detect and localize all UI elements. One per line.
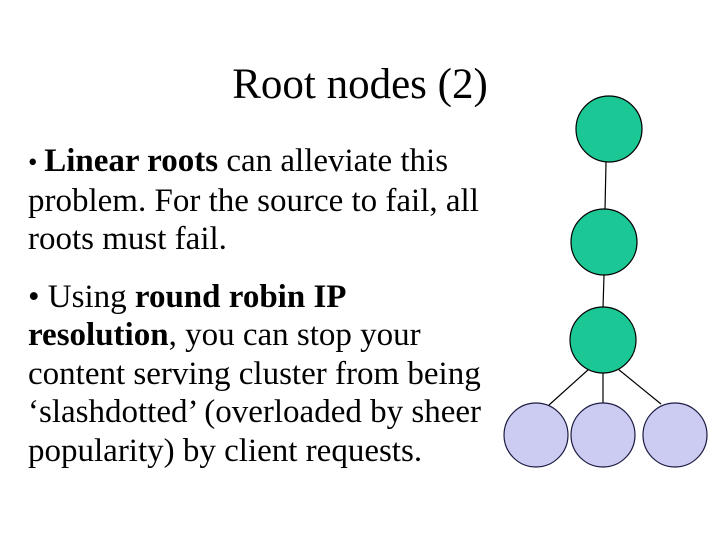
body-text-segment: popularity) by client requests.	[28, 432, 423, 469]
edge-line	[604, 161, 607, 211]
body-text-segment: can alleviate this	[218, 143, 449, 179]
edge-line	[617, 368, 662, 405]
bold-text: round robin IP	[134, 278, 347, 315]
body-text: • Linear roots can alleviate this proble…	[28, 142, 514, 470]
leaf-node-3	[642, 402, 708, 468]
edge-line	[602, 274, 605, 309]
slide-title: Root nodes (2)	[232, 61, 488, 108]
body-text-segment: ‘slashdotted’ (overloaded by sheer	[28, 394, 481, 430]
body-text-segment: roots must fail.	[28, 221, 227, 257]
root-node-3	[569, 306, 637, 374]
text-line: • Using round robin IP	[28, 278, 514, 317]
root-node-1	[575, 95, 643, 163]
bullet-paragraph-1: • Linear roots can alleviate this proble…	[28, 142, 514, 259]
body-text-segment: problem. For the source to fail, all	[28, 182, 479, 219]
text-line: ‘slashdotted’ (overloaded by sheer	[28, 393, 514, 432]
text-line: popularity) by client requests.	[28, 432, 514, 471]
leaf-node-1	[503, 402, 569, 468]
text-line: • Linear roots can alleviate this	[28, 142, 514, 182]
bold-text: resolution	[28, 317, 169, 353]
root-node-2	[570, 208, 638, 276]
text-line: resolution, you can stop your	[28, 316, 514, 355]
edge-line	[548, 368, 590, 406]
text-line: problem. For the source to fail, all	[28, 182, 514, 221]
leaf-node-2	[570, 402, 636, 468]
body-text-segment: , you can stop your	[168, 317, 421, 353]
body-text-segment: content serving cluster from being	[28, 355, 481, 392]
text-line: content serving cluster from being	[28, 355, 514, 394]
bullet-paragraph-2: • Using round robin IP resolution, you c…	[28, 278, 514, 471]
bold-text: Linear roots	[44, 143, 219, 179]
bullet-glyph: •	[28, 147, 45, 177]
body-text-segment: • Using	[28, 278, 135, 315]
text-line: roots must fail.	[28, 220, 514, 259]
